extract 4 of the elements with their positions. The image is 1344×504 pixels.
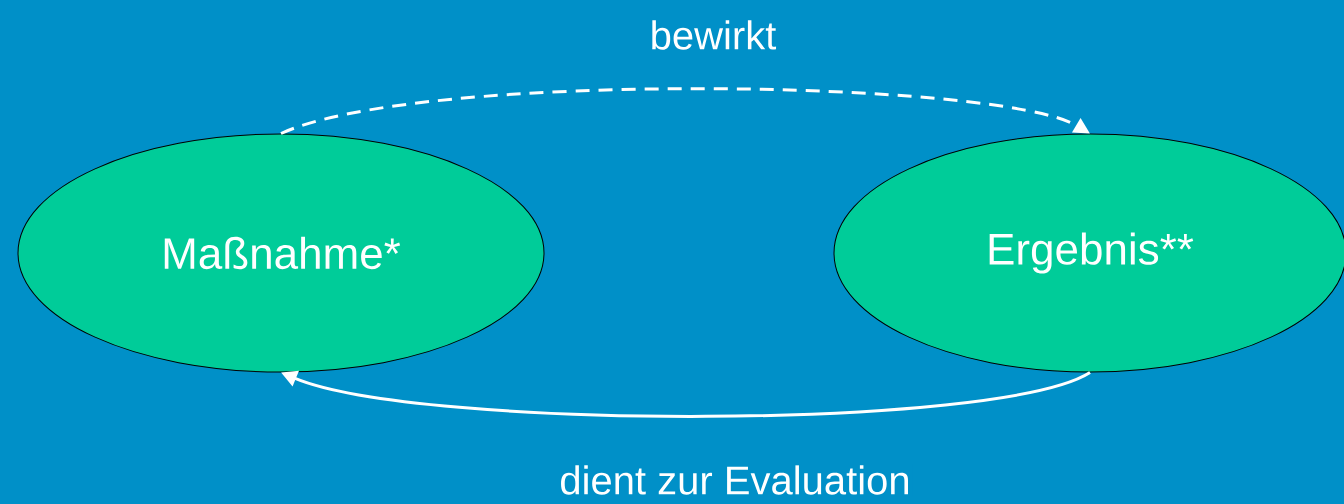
edge-label: dient zur Evaluation — [557, 463, 913, 497]
edge-label: bewirkt — [647, 18, 779, 52]
ellipse-node: Maßnahme* — [17, 133, 545, 373]
ellipse-node: Ergebnis** — [833, 133, 1344, 373]
